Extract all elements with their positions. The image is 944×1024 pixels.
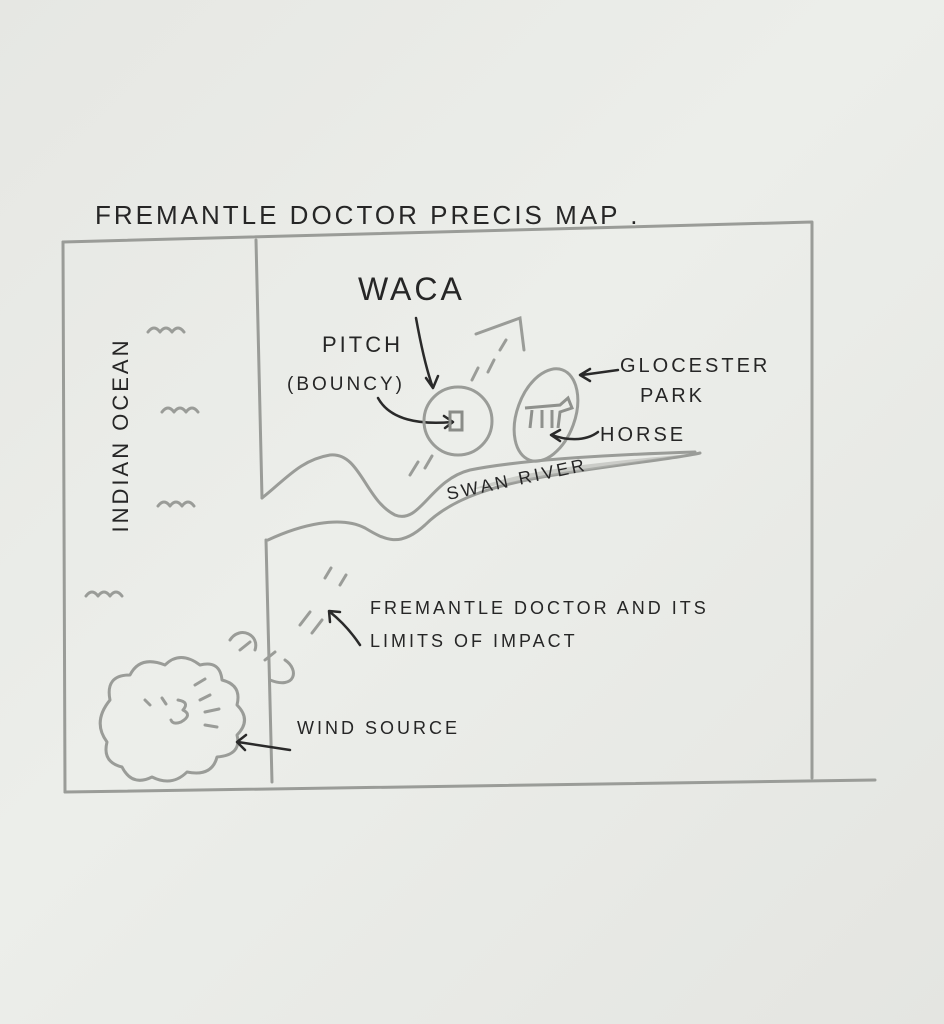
horse-icon bbox=[524, 395, 574, 429]
doctor-label: FREMANTLE DOCTOR AND ITS bbox=[370, 598, 709, 618]
pitch-note: (BOUNCY) bbox=[287, 374, 405, 395]
map-frame bbox=[61, 220, 877, 794]
wind-label: WIND SOURCE bbox=[297, 718, 460, 738]
coastline-south bbox=[264, 538, 274, 784]
arrow-icon bbox=[414, 316, 440, 390]
doctor-impact-limits bbox=[228, 315, 526, 685]
arrow-icon bbox=[578, 367, 620, 383]
map-title: FREMANTLE DOCTOR PRECIS MAP . bbox=[95, 200, 640, 230]
horse-label: HORSE bbox=[600, 424, 686, 446]
ocean-label: INDIAN OCEAN bbox=[108, 338, 133, 533]
arrow-icon bbox=[376, 396, 455, 430]
arrow-icon bbox=[549, 428, 600, 443]
wave-icons bbox=[84, 326, 200, 598]
gloucester-park bbox=[512, 367, 580, 463]
gloucester-label: GLOCESTER bbox=[620, 355, 770, 377]
doctor-label-2: LIMITS OF IMPACT bbox=[370, 631, 578, 651]
arrow-icon bbox=[327, 609, 362, 647]
waca-ground bbox=[422, 385, 494, 457]
arrow-icon bbox=[235, 733, 292, 752]
pitch-icon bbox=[448, 410, 464, 432]
swan-river bbox=[260, 450, 702, 542]
coastline-north bbox=[254, 238, 264, 500]
waca-label: WACA bbox=[358, 271, 465, 307]
gloucester-label-2: PARK bbox=[640, 385, 705, 407]
pitch-label: PITCH bbox=[322, 332, 403, 357]
wind-cloud-icon bbox=[98, 656, 246, 783]
